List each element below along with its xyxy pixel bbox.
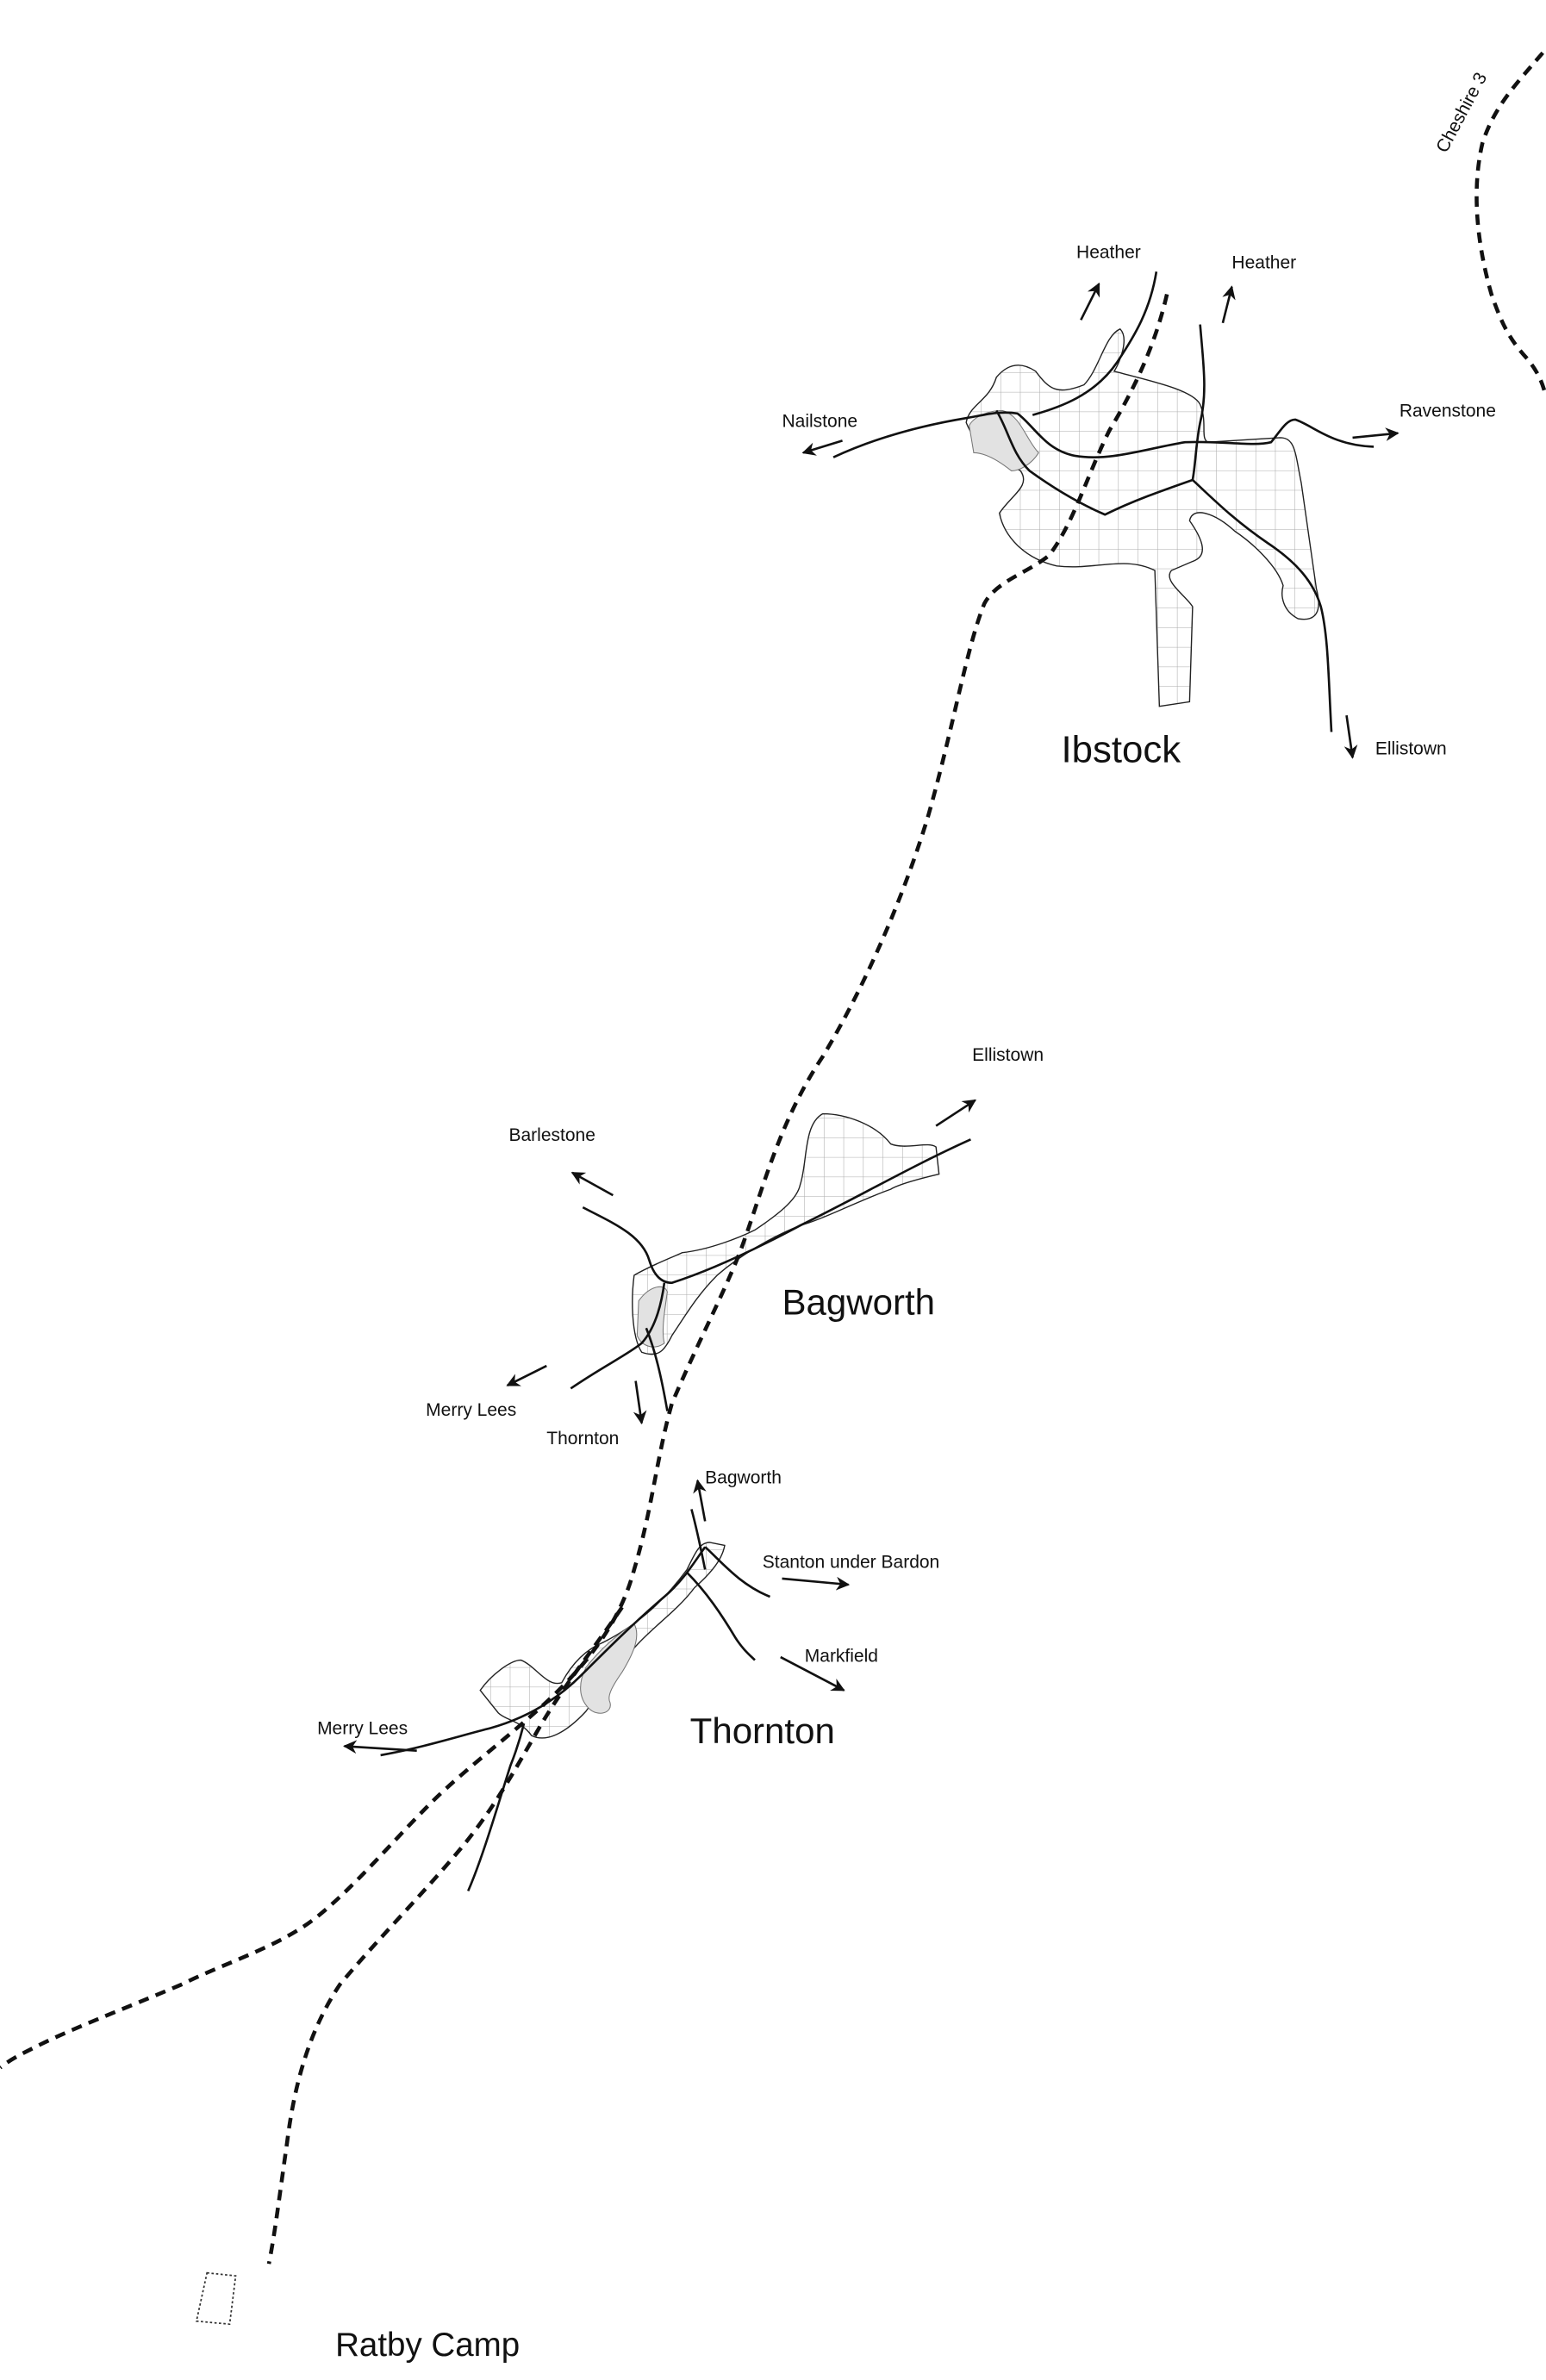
road-ellistown	[995, 409, 1333, 732]
label-stanton: Stanton under Bardon	[763, 1553, 939, 1573]
thornton-built-core	[580, 1623, 638, 1714]
road-markfield	[686, 1572, 756, 1661]
label-thornton: Thornton	[546, 1429, 619, 1449]
arrow-barlestone	[570, 1171, 614, 1197]
road-heather-east	[1191, 324, 1206, 481]
road-stanton	[704, 1546, 770, 1598]
label-markfield: Markfield	[805, 1646, 878, 1666]
road-heather-west	[1032, 271, 1158, 416]
arrow-bagworth	[693, 1479, 707, 1522]
arrow-ellistown-ibstock	[1343, 714, 1358, 759]
road-barlestone-ellistown	[582, 1138, 971, 1285]
dashed-line-ratby	[266, 1605, 624, 2265]
road-south	[467, 1723, 526, 1892]
town-ibstock: Ibstock	[1062, 728, 1181, 770]
ibstock-built-core	[969, 409, 1039, 471]
arrow-merry-lees-thornton	[343, 1740, 417, 1754]
ratby-camp-site	[195, 2271, 237, 2326]
label-merry-lees-thornton: Merry Lees	[317, 1718, 408, 1738]
road-bagworth-north	[690, 1509, 707, 1570]
label-barlestone: Barlestone	[509, 1125, 595, 1145]
label-ellistown-bagworth: Ellistown	[972, 1045, 1044, 1065]
arrow-stanton	[782, 1576, 851, 1591]
thornton-area	[479, 1542, 726, 1739]
label-heather-2: Heather	[1231, 253, 1296, 273]
town-ratby-camp: Ratby Camp	[335, 2327, 520, 2364]
dashed-line-main	[0, 294, 1169, 2070]
ibstock-area	[965, 327, 1319, 707]
label-ravenstone: Ravenstone	[1400, 401, 1496, 421]
road-thornton	[645, 1327, 669, 1411]
town-bagworth: Bagworth	[782, 1281, 935, 1322]
arrow-thornton	[633, 1380, 647, 1425]
arrow-heather-2	[1221, 285, 1236, 324]
arrow-markfield	[780, 1655, 845, 1692]
label-bagworth: Bagworth	[705, 1468, 782, 1488]
road-nailstone-ravenstone	[832, 411, 1375, 458]
arrow-heather-1	[1080, 282, 1100, 321]
arrow-ravenstone	[1352, 427, 1400, 441]
bagworth-area	[632, 1112, 940, 1355]
label-ellistown-ibstock: Ellistown	[1375, 739, 1447, 759]
cheshire-3-line	[1474, 51, 1546, 396]
label-merry-lees-bagworth: Merry Lees	[426, 1400, 516, 1420]
arrow-ellistown-bagworth	[935, 1099, 977, 1127]
arrow-merry-lees-bagworth	[506, 1364, 547, 1386]
arrow-nailstone	[801, 439, 843, 456]
label-heather-1: Heather	[1076, 242, 1141, 262]
town-thornton: Thornton	[690, 1710, 835, 1751]
road-merry-lees	[570, 1282, 666, 1390]
road-thornton-main	[380, 1546, 707, 1757]
label-nailstone: Nailstone	[782, 412, 858, 432]
